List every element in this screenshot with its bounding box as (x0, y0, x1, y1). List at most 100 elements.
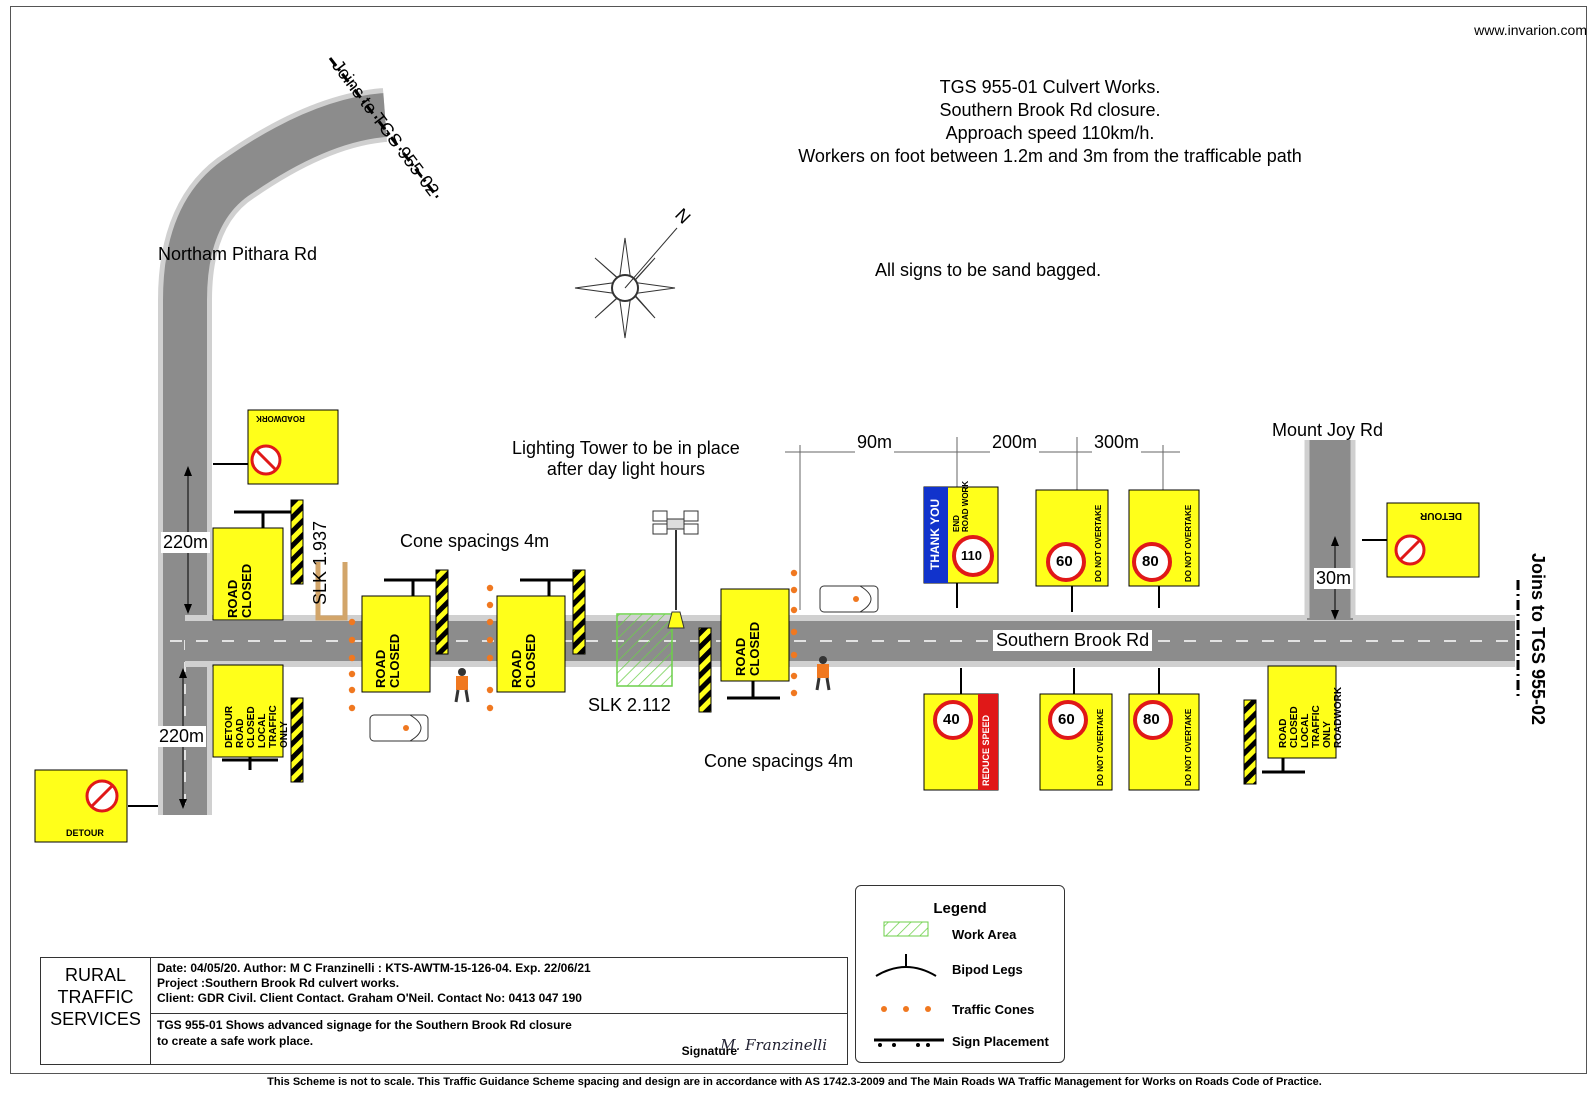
sign-word: TRAFFIC (1311, 705, 1322, 748)
legend-item: Work Area (952, 927, 1017, 942)
website-url: www.invarion.com (1474, 22, 1587, 38)
sign-road-closed: ROAD CLOSED (733, 621, 762, 676)
road-closed-board (698, 588, 790, 713)
lighting-tower-icon (652, 510, 699, 629)
compass-icon (574, 227, 678, 339)
sign-word: ROAD (225, 579, 240, 618)
legend-item: Traffic Cones (952, 1002, 1035, 1017)
legend-box: Legend Work Area Bipod Legs Traffic Cone… (855, 885, 1065, 1063)
road-name-northam: Northam Pithara Rd (158, 244, 318, 264)
sign-word: CLOSED (523, 633, 538, 688)
sign-roadwork: ROADWORK (256, 414, 305, 423)
dimension-220m: 220m (161, 532, 211, 553)
sign-word: CLOSED (246, 706, 257, 748)
note-line: Lighting Tower to be in place (512, 438, 740, 458)
sign-do-not-overtake: DO NOT OVERTAKE (1184, 708, 1193, 786)
sign-word: CLOSED (747, 621, 762, 676)
scheme-title: TGS 955-01 Culvert Works. Southern Brook… (740, 76, 1360, 168)
note-line: after day light hours (546, 459, 705, 479)
detail-line: Project :Southern Brook Rd culvert works… (157, 976, 400, 990)
speed-60: 60 (1058, 711, 1075, 728)
sign-word: CLOSED (1289, 706, 1300, 748)
sign-reduce-speed: REDUCE SPEED (981, 714, 991, 786)
sign-word: DETOUR (224, 705, 235, 748)
sign-placement-markers (128, 463, 1387, 807)
title-block: RURAL TRAFFIC SERVICES Date: 04/05/20. A… (40, 957, 848, 1065)
speed-60: 60 (1056, 553, 1073, 570)
sign-word: TRAFFIC (268, 705, 279, 748)
sign-word: LOCAL (257, 713, 268, 748)
sign-word: ROAD (509, 649, 524, 688)
dimension-90m: 90m (855, 432, 895, 453)
sign-do-not-overtake: DO NOT OVERTAKE (1094, 504, 1103, 582)
speed-110: 110 (961, 548, 982, 563)
road-name-mount-joy: Mount Joy Rd (1272, 420, 1384, 440)
sign-road-closed: ROAD CLOSED (509, 633, 538, 688)
no-turn-icons (85, 444, 1426, 813)
project-details: Date: 04/05/20. Author: M C Franzinelli … (151, 958, 847, 1014)
sign-local-traffic-only: ROAD CLOSED LOCAL TRAFFIC ONLY ROADWORK (1278, 687, 1344, 748)
signature: M. Franzinelli (720, 1036, 827, 1054)
road-name-southern-brook: Southern Brook Rd (993, 630, 1153, 651)
legend-symbols (874, 921, 944, 1047)
cone-spacing-note: Cone spacings 4m (704, 751, 854, 771)
detail-line: TGS 955-01 Shows advanced signage for th… (157, 1018, 572, 1032)
vehicle-icon (819, 585, 879, 613)
sign-word: CLOSED (387, 633, 402, 688)
legend-title: Legend (933, 900, 987, 917)
sign-word: ONLY (1322, 721, 1333, 748)
sign-word: ROAD WORK (961, 480, 970, 532)
lighting-tower-note: Lighting Tower to be in place after day … (512, 438, 740, 480)
sign-word: CLOSED (239, 563, 254, 618)
road-barrier (315, 562, 348, 621)
road-closed-board (212, 499, 304, 621)
dimension-220m: 220m (157, 726, 207, 747)
dimension-300m: 300m (1092, 432, 1142, 453)
title-line: Approach speed 110km/h. (945, 123, 1155, 143)
detail-line: to create a safe work place. (157, 1034, 314, 1048)
sign-end-road-work: END ROAD WORK (952, 481, 970, 532)
sign-word: ROAD (1278, 718, 1289, 748)
worker-icon (454, 668, 470, 703)
sign-word: LOCAL (1300, 713, 1311, 748)
speed-40: 40 (943, 711, 960, 728)
join-label-east: Joins to TGS 955-02 (1528, 553, 1548, 726)
scheme-description: TGS 955-01 Shows advanced signage for th… (151, 1014, 847, 1064)
legend-item: Bipod Legs (952, 962, 1023, 977)
cone-spacing-note: Cone spacings 4m (400, 531, 550, 551)
company-line: SERVICES (50, 1009, 141, 1029)
join-line-north (328, 57, 440, 199)
work-area (616, 613, 673, 687)
company-name: RURAL TRAFFIC SERVICES (41, 958, 151, 1064)
worker-icon (815, 656, 831, 691)
dimension-200m: 200m (990, 432, 1040, 453)
company-line: RURAL (64, 965, 126, 985)
title-line: TGS 955-01 Culvert Works. (939, 77, 1161, 97)
speed-signs (933, 535, 1173, 740)
title-line: Southern Brook Rd closure. (939, 100, 1161, 120)
company-line: TRAFFIC (57, 987, 134, 1007)
sign-do-not-overtake: DO NOT OVERTAKE (1096, 708, 1105, 786)
slk-label: SLK 1.937 (310, 520, 330, 605)
sign-road-closed: ROAD CLOSED (225, 563, 254, 618)
signature-label: Signature (681, 1044, 737, 1058)
mount-joy-road (1307, 440, 1353, 620)
speed-80: 80 (1142, 553, 1159, 570)
road-closed-board (212, 664, 304, 783)
detail-line: Client: GDR Civil. Client Contact. Graha… (157, 991, 582, 1005)
detail-line: Date: 04/05/20. Author: M C Franzinelli … (157, 961, 591, 975)
sign-detour: DETOUR (66, 828, 104, 838)
legend-item: Sign Placement (952, 1034, 1049, 1049)
slk-label: SLK 2.112 (588, 695, 671, 715)
vehicle-icon (369, 714, 429, 742)
sign-word: ROAD (373, 649, 388, 688)
drawing-frame (10, 6, 1587, 1074)
sign-road-closed: ROAD CLOSED (373, 633, 402, 688)
sign-detour: DETOUR (1420, 510, 1463, 521)
sign-word: ROAD (733, 637, 748, 676)
road-closed-board (361, 569, 449, 693)
title-line: Workers on foot between 1.2m and 3m from… (798, 146, 1302, 166)
sign-word: ROADWORK (1333, 686, 1344, 748)
road-closed-board (496, 569, 586, 693)
sign-word: END (952, 515, 961, 532)
